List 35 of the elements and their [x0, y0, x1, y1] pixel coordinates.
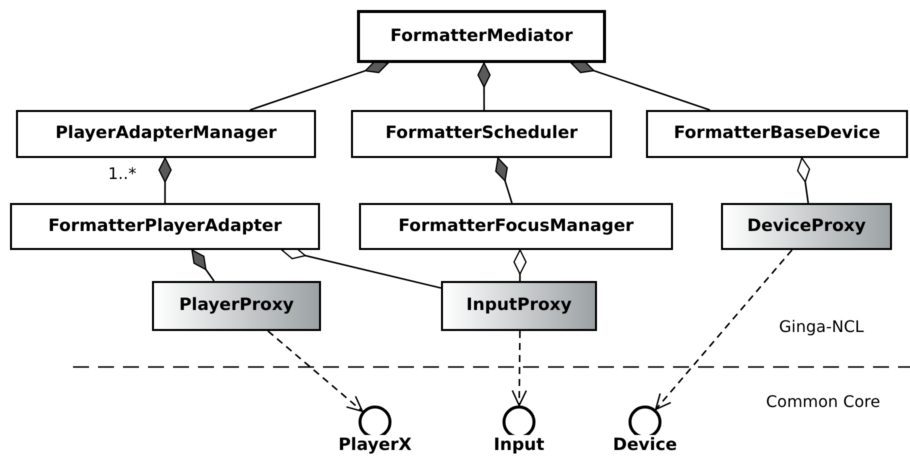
composition-line — [495, 157, 513, 204]
proxy-class-box — [441, 281, 597, 331]
interface-name: Device — [612, 434, 678, 456]
class-box — [351, 110, 612, 158]
composition-line — [796, 157, 810, 204]
class-box — [357, 10, 606, 63]
class-box — [359, 203, 673, 250]
class-name: DeviceProxy — [747, 214, 866, 238]
class-name: FormatterFocusManager — [398, 214, 634, 238]
dependency-arrow — [654, 249, 793, 410]
composition-line — [570, 60, 710, 111]
composition-line — [191, 249, 215, 282]
layer-label: Ginga-NCL — [779, 316, 864, 338]
proxy-class-box — [152, 281, 321, 331]
composition-line — [158, 157, 172, 203]
class-name: FormatterPlayerAdapter — [48, 214, 282, 238]
layer-label: Common Core — [766, 391, 880, 413]
class-name: FormatterScheduler — [385, 122, 578, 146]
composition-line — [513, 249, 527, 281]
class-name: FormatterBaseDevice — [674, 122, 880, 146]
class-box — [10, 203, 320, 250]
class-name: InputProxy — [466, 294, 572, 318]
dependency-arrow — [267, 330, 364, 412]
class-box — [16, 110, 316, 158]
interface-name: Input — [494, 434, 544, 456]
class-name: FormatterMediator — [390, 24, 573, 48]
composition-line — [477, 62, 491, 110]
composition-line — [250, 60, 389, 111]
proxy-class-box — [721, 203, 892, 250]
class-name: PlayerProxy — [179, 294, 294, 318]
dependency-arrow — [512, 331, 528, 406]
interface-name: PlayerX — [338, 434, 412, 456]
class-box — [646, 110, 908, 158]
class-name: PlayerAdapterManager — [55, 122, 277, 146]
multiplicity-label: 1..* — [108, 166, 136, 182]
